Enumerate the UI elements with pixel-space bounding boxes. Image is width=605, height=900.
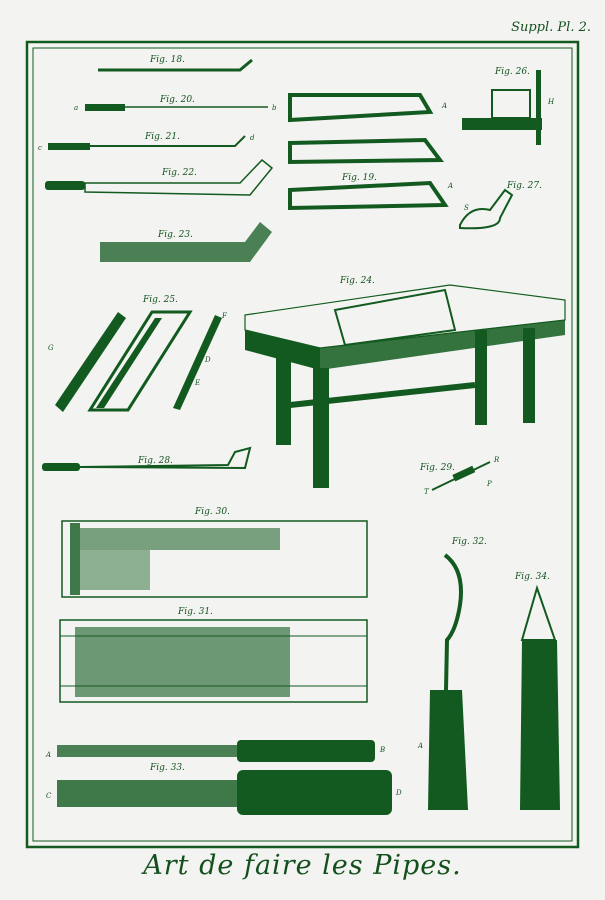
svg-text:R: R xyxy=(493,456,500,464)
figure-34-label: Fig. 34. xyxy=(514,572,550,582)
svg-text:A: A xyxy=(441,102,447,110)
svg-text:G: G xyxy=(48,344,54,352)
figure-29-label: Fig. 29. xyxy=(419,463,455,473)
figure-25-label: Fig. 25. xyxy=(142,295,178,305)
figure-19: Fig. 19. A A xyxy=(288,93,453,211)
figure-26-label: Fig. 26. xyxy=(494,67,530,77)
figure-20: Fig. 20. a b xyxy=(74,95,277,112)
svg-text:A: A xyxy=(417,742,423,750)
figure-34: Fig. 34. xyxy=(514,572,560,810)
figure-33: Fig. 33. A B C D xyxy=(45,740,402,815)
svg-text:E: E xyxy=(194,379,200,387)
svg-text:a: a xyxy=(74,104,78,112)
figure-30-label: Fig. 30. xyxy=(194,507,230,517)
figure-30: Fig. 30. xyxy=(61,507,368,598)
svg-text:P: P xyxy=(486,480,492,488)
svg-text:b: b xyxy=(272,104,277,112)
figure-19-label: Fig. 19. xyxy=(341,173,377,183)
svg-text:F: F xyxy=(221,312,228,320)
figure-27: Fig. 27. S xyxy=(459,181,542,230)
svg-text:S: S xyxy=(464,204,469,212)
figure-32-label: Fig. 32. xyxy=(451,537,487,547)
figure-31: Fig. 31. xyxy=(59,607,368,703)
inner-frame xyxy=(32,47,573,842)
plate-title: Art de faire les Pipes. xyxy=(143,850,462,881)
svg-text:c: c xyxy=(38,144,42,152)
figure-25: Fig. 25. G D F E xyxy=(48,295,228,412)
figure-18-label: Fig. 18. xyxy=(149,55,185,65)
figure-32: Fig. 32. A xyxy=(417,537,487,810)
figure-21: Fig. 21. c d xyxy=(38,132,255,152)
svg-text:T: T xyxy=(424,488,430,496)
figure-31-label: Fig. 31. xyxy=(177,607,213,617)
svg-text:D: D xyxy=(395,789,402,797)
figure-22-label: Fig. 22. xyxy=(161,168,197,178)
figure-28: Fig. 28. xyxy=(42,446,252,471)
figure-24-label: Fig. 24. xyxy=(339,276,375,286)
plate-number: Suppl. Pl. 2. xyxy=(511,20,591,35)
figure-22: Fig. 22. xyxy=(45,158,274,196)
svg-text:B: B xyxy=(379,746,385,754)
figure-20-label: Fig. 20. xyxy=(159,95,195,105)
figure-21-label: Fig. 21. xyxy=(144,132,180,142)
figure-23-label: Fig. 23. xyxy=(157,230,193,240)
svg-text:C: C xyxy=(46,792,52,800)
svg-text:A: A xyxy=(45,751,51,759)
svg-text:H: H xyxy=(547,98,555,106)
figure-18: Fig. 18. xyxy=(98,55,253,72)
figure-26: Fig. 26. H xyxy=(462,67,555,145)
figure-24: Fig. 24. xyxy=(244,276,566,488)
figure-27-label: Fig. 27. xyxy=(506,181,542,191)
figure-28-label: Fig. 28. xyxy=(137,456,173,466)
svg-text:D: D xyxy=(204,356,211,364)
svg-text:A: A xyxy=(447,182,453,190)
figure-29: Fig. 29. R P T xyxy=(419,456,500,496)
figure-23: Fig. 23. xyxy=(100,222,272,262)
figure-33-label: Fig. 33. xyxy=(149,763,185,773)
svg-text:d: d xyxy=(250,134,255,142)
outer-frame xyxy=(25,40,580,849)
